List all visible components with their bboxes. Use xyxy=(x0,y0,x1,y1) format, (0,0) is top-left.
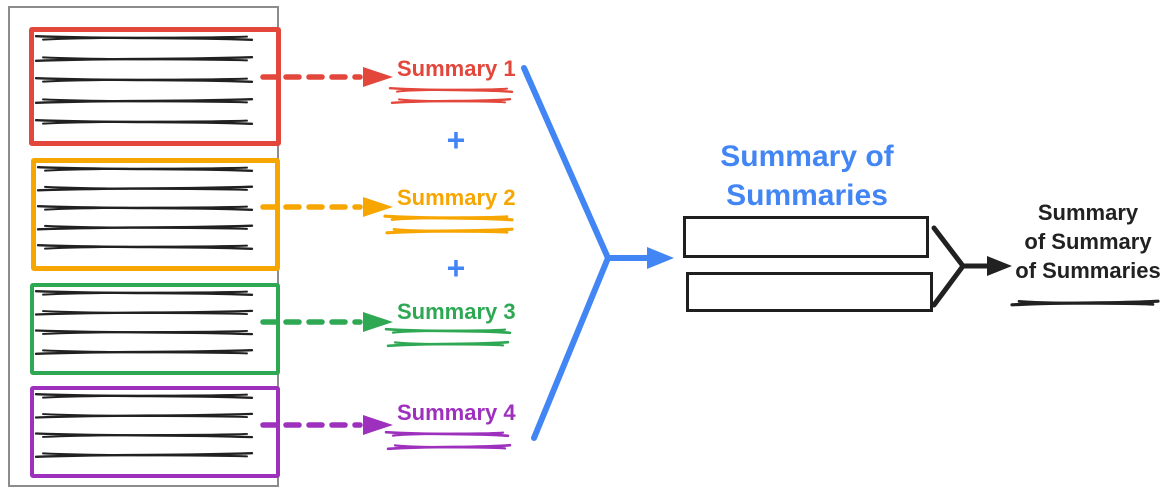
document-2 xyxy=(31,158,280,271)
final-line-3: of Summaries xyxy=(1015,258,1161,283)
summary-2-scribble xyxy=(383,214,514,235)
title-line-2: Summaries xyxy=(726,179,888,212)
summary-1-scribble xyxy=(388,87,514,104)
summaries-merge-arrow xyxy=(521,65,674,441)
document-1 xyxy=(29,27,281,146)
document-stack xyxy=(8,6,281,487)
summary-3-scribble xyxy=(384,327,512,348)
final-line-2: of Summary xyxy=(1024,229,1152,254)
final-summary-label: Summary of Summary of Summaries xyxy=(1012,198,1164,285)
document-3-to-summary-3-arrow xyxy=(260,312,393,332)
document-4 xyxy=(30,386,280,478)
boxes-merge-arrow xyxy=(931,225,1012,308)
plus-sign-2: + xyxy=(446,250,466,286)
final-summary-scribble xyxy=(1010,299,1160,307)
document-3-text-scribbles xyxy=(34,290,254,355)
document-1-text-scribbles xyxy=(34,35,254,125)
document-4-to-summary-4-arrow xyxy=(260,415,393,435)
document-3 xyxy=(30,283,280,375)
summary-4-scribble xyxy=(384,430,512,451)
plus-sign-1: + xyxy=(446,122,466,158)
document-1-to-summary-1-arrow xyxy=(260,67,393,87)
summary-of-summaries-box-1 xyxy=(683,216,929,258)
document-2-text-scribbles xyxy=(36,166,254,250)
document-4-text-scribbles xyxy=(34,393,254,458)
summary-4-label: Summary 4 xyxy=(397,400,516,425)
final-line-1: Summary xyxy=(1037,200,1139,225)
summary-3-label: Summary 3 xyxy=(397,299,516,324)
summary-2-label: Summary 2 xyxy=(397,185,516,210)
title-line-1: Summary of xyxy=(720,140,894,173)
summary-of-summaries-title: Summary of Summaries xyxy=(692,137,922,215)
document-2-to-summary-2-arrow xyxy=(260,197,393,217)
summary-1-label: Summary 1 xyxy=(397,56,516,81)
summary-of-summaries-box-2 xyxy=(686,272,933,312)
